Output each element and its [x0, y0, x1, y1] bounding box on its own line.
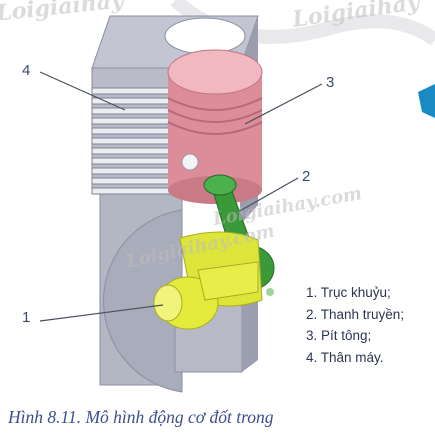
legend-item-engine-block: 4. Thân máy. [306, 349, 384, 365]
leader-line-1 [39, 304, 164, 322]
callout-3: 3 [326, 74, 335, 91]
legend-item-crankshaft: 1. Trục khuỷu; [306, 285, 391, 300]
leader-line-3 [244, 83, 323, 125]
leader-line-2 [237, 177, 299, 213]
leader-line-4 [39, 71, 126, 111]
crankshaft [153, 231, 263, 330]
accent-shape [418, 84, 435, 118]
legend-item-piston: 3. Pít tông; [306, 328, 372, 343]
parts-legend: 1. Trục khuỷu; 2. Thanh truyền; 3. Pít t… [306, 282, 404, 368]
callout-2: 2 [302, 168, 311, 185]
piston [167, 49, 263, 204]
figure-caption: Hình 8.11. Mô hình động cơ đốt trong [8, 407, 274, 427]
legend-item-connecting-rod: 2. Thanh truyền; [306, 306, 405, 322]
cooling-fins [91, 87, 189, 195]
callout-1: 1 [22, 309, 31, 326]
callout-4: 4 [22, 62, 31, 79]
